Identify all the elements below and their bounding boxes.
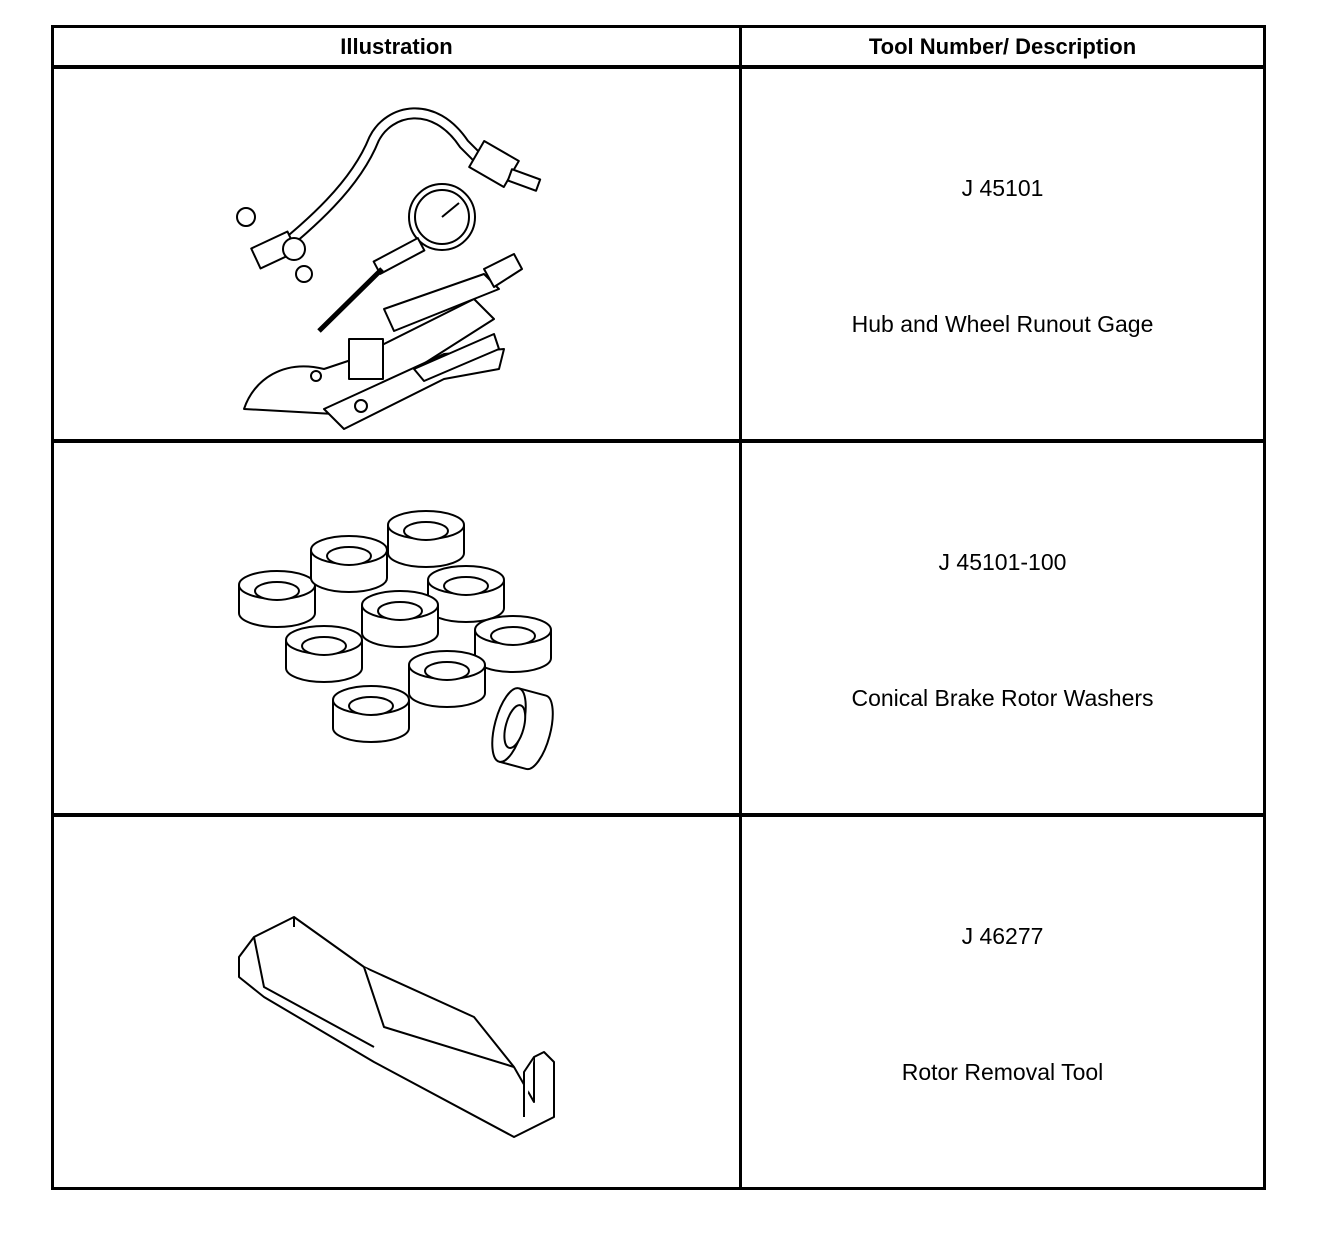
table-row: J 46277 Rotor Removal Tool [54, 817, 1263, 1187]
illustration-cell [54, 443, 742, 817]
table-row: J 45101-100 Conical Brake Rotor Washers [54, 443, 1263, 817]
tool-description: Conical Brake Rotor Washers [851, 685, 1154, 711]
table-row: J 45101 Hub and Wheel Runout Gage [54, 69, 1263, 443]
illustration-cell [54, 69, 742, 443]
rotor-washers-icon [238, 510, 554, 771]
special-tools-table: Illustration Tool Number/ Description [51, 25, 1266, 1190]
table-header-row: Illustration Tool Number/ Description [54, 28, 1263, 69]
description-header: Tool Number/ Description [742, 28, 1263, 69]
tool-description: Rotor Removal Tool [901, 1059, 1104, 1085]
rotor-removal-tool-icon [238, 916, 555, 1138]
tool-description: Hub and Wheel Runout Gage [851, 311, 1154, 337]
illustration-header: Illustration [54, 28, 742, 69]
runout-gage-icon [236, 107, 542, 430]
description-cell: J 46277 Rotor Removal Tool [742, 817, 1263, 1187]
description-cell: J 45101-100 Conical Brake Rotor Washers [742, 443, 1263, 817]
tool-number: J 46277 [961, 923, 1044, 949]
tool-number: J 45101-100 [938, 549, 1067, 575]
tool-number: J 45101 [961, 175, 1044, 201]
illustration-cell [54, 817, 742, 1187]
description-cell: J 45101 Hub and Wheel Runout Gage [742, 69, 1263, 443]
